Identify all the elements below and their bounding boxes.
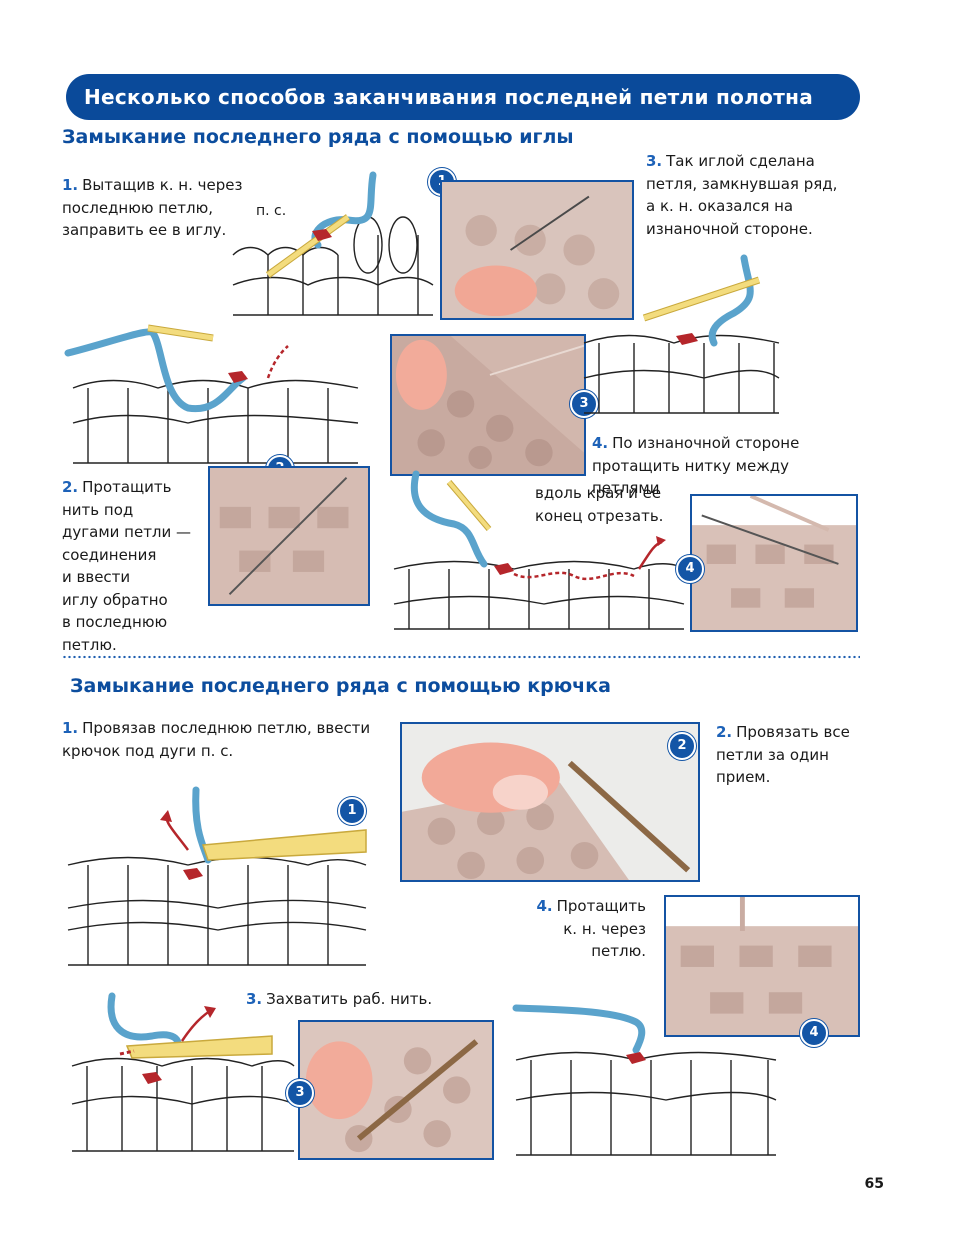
line: последнюю петлю, <box>62 198 214 217</box>
line: петли за один <box>716 745 829 764</box>
line: конец отрезать. <box>535 506 664 525</box>
page-banner: Несколько способов заканчивания последне… <box>66 74 860 120</box>
s2-step3-text: 3.Захватить раб. нить. <box>246 988 486 1011</box>
line: Протащить <box>556 897 646 915</box>
diagram-needle-step1 <box>232 171 434 316</box>
diagram-hook-step1 <box>67 786 367 966</box>
line: Захватить раб. нить. <box>266 990 433 1008</box>
s2-step2-text: 2.Провязать все петли за один прием. <box>716 721 866 789</box>
page-number: 65 <box>864 1176 884 1192</box>
line: дугами петли — <box>62 523 192 541</box>
line: изнаночной стороне. <box>646 219 813 238</box>
line: Протащить <box>82 478 172 496</box>
diagram-needle-step2 <box>64 324 359 464</box>
step-number: 2. <box>62 478 79 496</box>
line: соединения <box>62 545 157 564</box>
diagram-needle-step3 <box>583 254 780 414</box>
s2-step1-text: 1.Провязав последнюю петлю, ввести крючо… <box>62 717 392 762</box>
s2-badge-1: 1 <box>338 797 366 825</box>
s1-photo-2 <box>208 466 370 606</box>
s1-photo-1 <box>440 180 634 320</box>
line: крючок под дуги п. с. <box>62 741 234 760</box>
line: петлю. <box>591 942 646 960</box>
line: а к. н. оказался на <box>646 197 794 215</box>
line: Так иглой сделана <box>666 152 815 170</box>
s2-photo-3 <box>298 1020 494 1160</box>
line: вдоль края и ее <box>535 484 662 502</box>
s2-badge-2: 2 <box>668 732 696 760</box>
line: в последнюю <box>62 613 168 631</box>
diagram-hook-step4 <box>512 1004 777 1156</box>
line: к. н. через <box>563 919 646 938</box>
line: и ввести <box>62 568 131 586</box>
s1-badge-4: 4 <box>676 555 704 583</box>
step-number: 3. <box>246 990 263 1008</box>
s2-photo-2 <box>400 722 700 882</box>
line: прием. <box>716 768 771 786</box>
line: петлю. <box>62 635 117 654</box>
s2-photo-4 <box>664 895 860 1037</box>
s1-photo-4 <box>690 494 858 632</box>
step-number: 1. <box>62 176 79 194</box>
line: Вытащив к. н. через <box>82 176 243 194</box>
line: Провязать все <box>736 723 850 741</box>
s1-step3-text: 3.Так иглой сделана петля, замкнувшая ря… <box>646 150 856 240</box>
line: По изнаночной стороне <box>612 434 800 452</box>
s1-step4-text-b: вдоль края и ее конец отрезать. <box>535 482 685 527</box>
label-ps: п. с. <box>256 203 287 219</box>
s2-badge-3: 3 <box>286 1079 314 1107</box>
s1-step2-text: 2.Протащить нить под дугами петли — соед… <box>62 476 202 656</box>
line: протащить нитку между петлями <box>592 456 789 498</box>
s1-step4-text-a: 4.По изнаночной стороне протащить нитку … <box>592 432 852 500</box>
step-number: 3. <box>646 152 663 170</box>
line: нить под <box>62 500 134 519</box>
step-number: 4. <box>536 897 553 915</box>
line: петля, замкнувшая ряд, <box>646 174 838 193</box>
s1-photo-3 <box>390 334 586 476</box>
line: заправить ее в иглу. <box>62 221 227 239</box>
line: Провязав последнюю петлю, ввести <box>82 719 371 737</box>
line: иглу обратно <box>62 590 168 609</box>
step-number: 4. <box>592 434 609 452</box>
section2-title: Замыкание последнего ряда с помощью крюч… <box>70 675 611 697</box>
s2-step4-text: 4.Протащить к. н. через петлю. <box>500 895 646 963</box>
s1-step1-text: 1.Вытащив к. н. через последнюю петлю, з… <box>62 174 262 242</box>
section1-title: Замыкание последнего ряда с помощью иглы <box>62 126 574 148</box>
diagram-hook-step3 <box>71 992 295 1152</box>
section-divider <box>62 654 860 660</box>
diagram-needle-step4 <box>393 470 685 630</box>
s2-badge-4: 4 <box>800 1019 828 1047</box>
step-number: 1. <box>62 719 79 737</box>
step-number: 2. <box>716 723 733 741</box>
